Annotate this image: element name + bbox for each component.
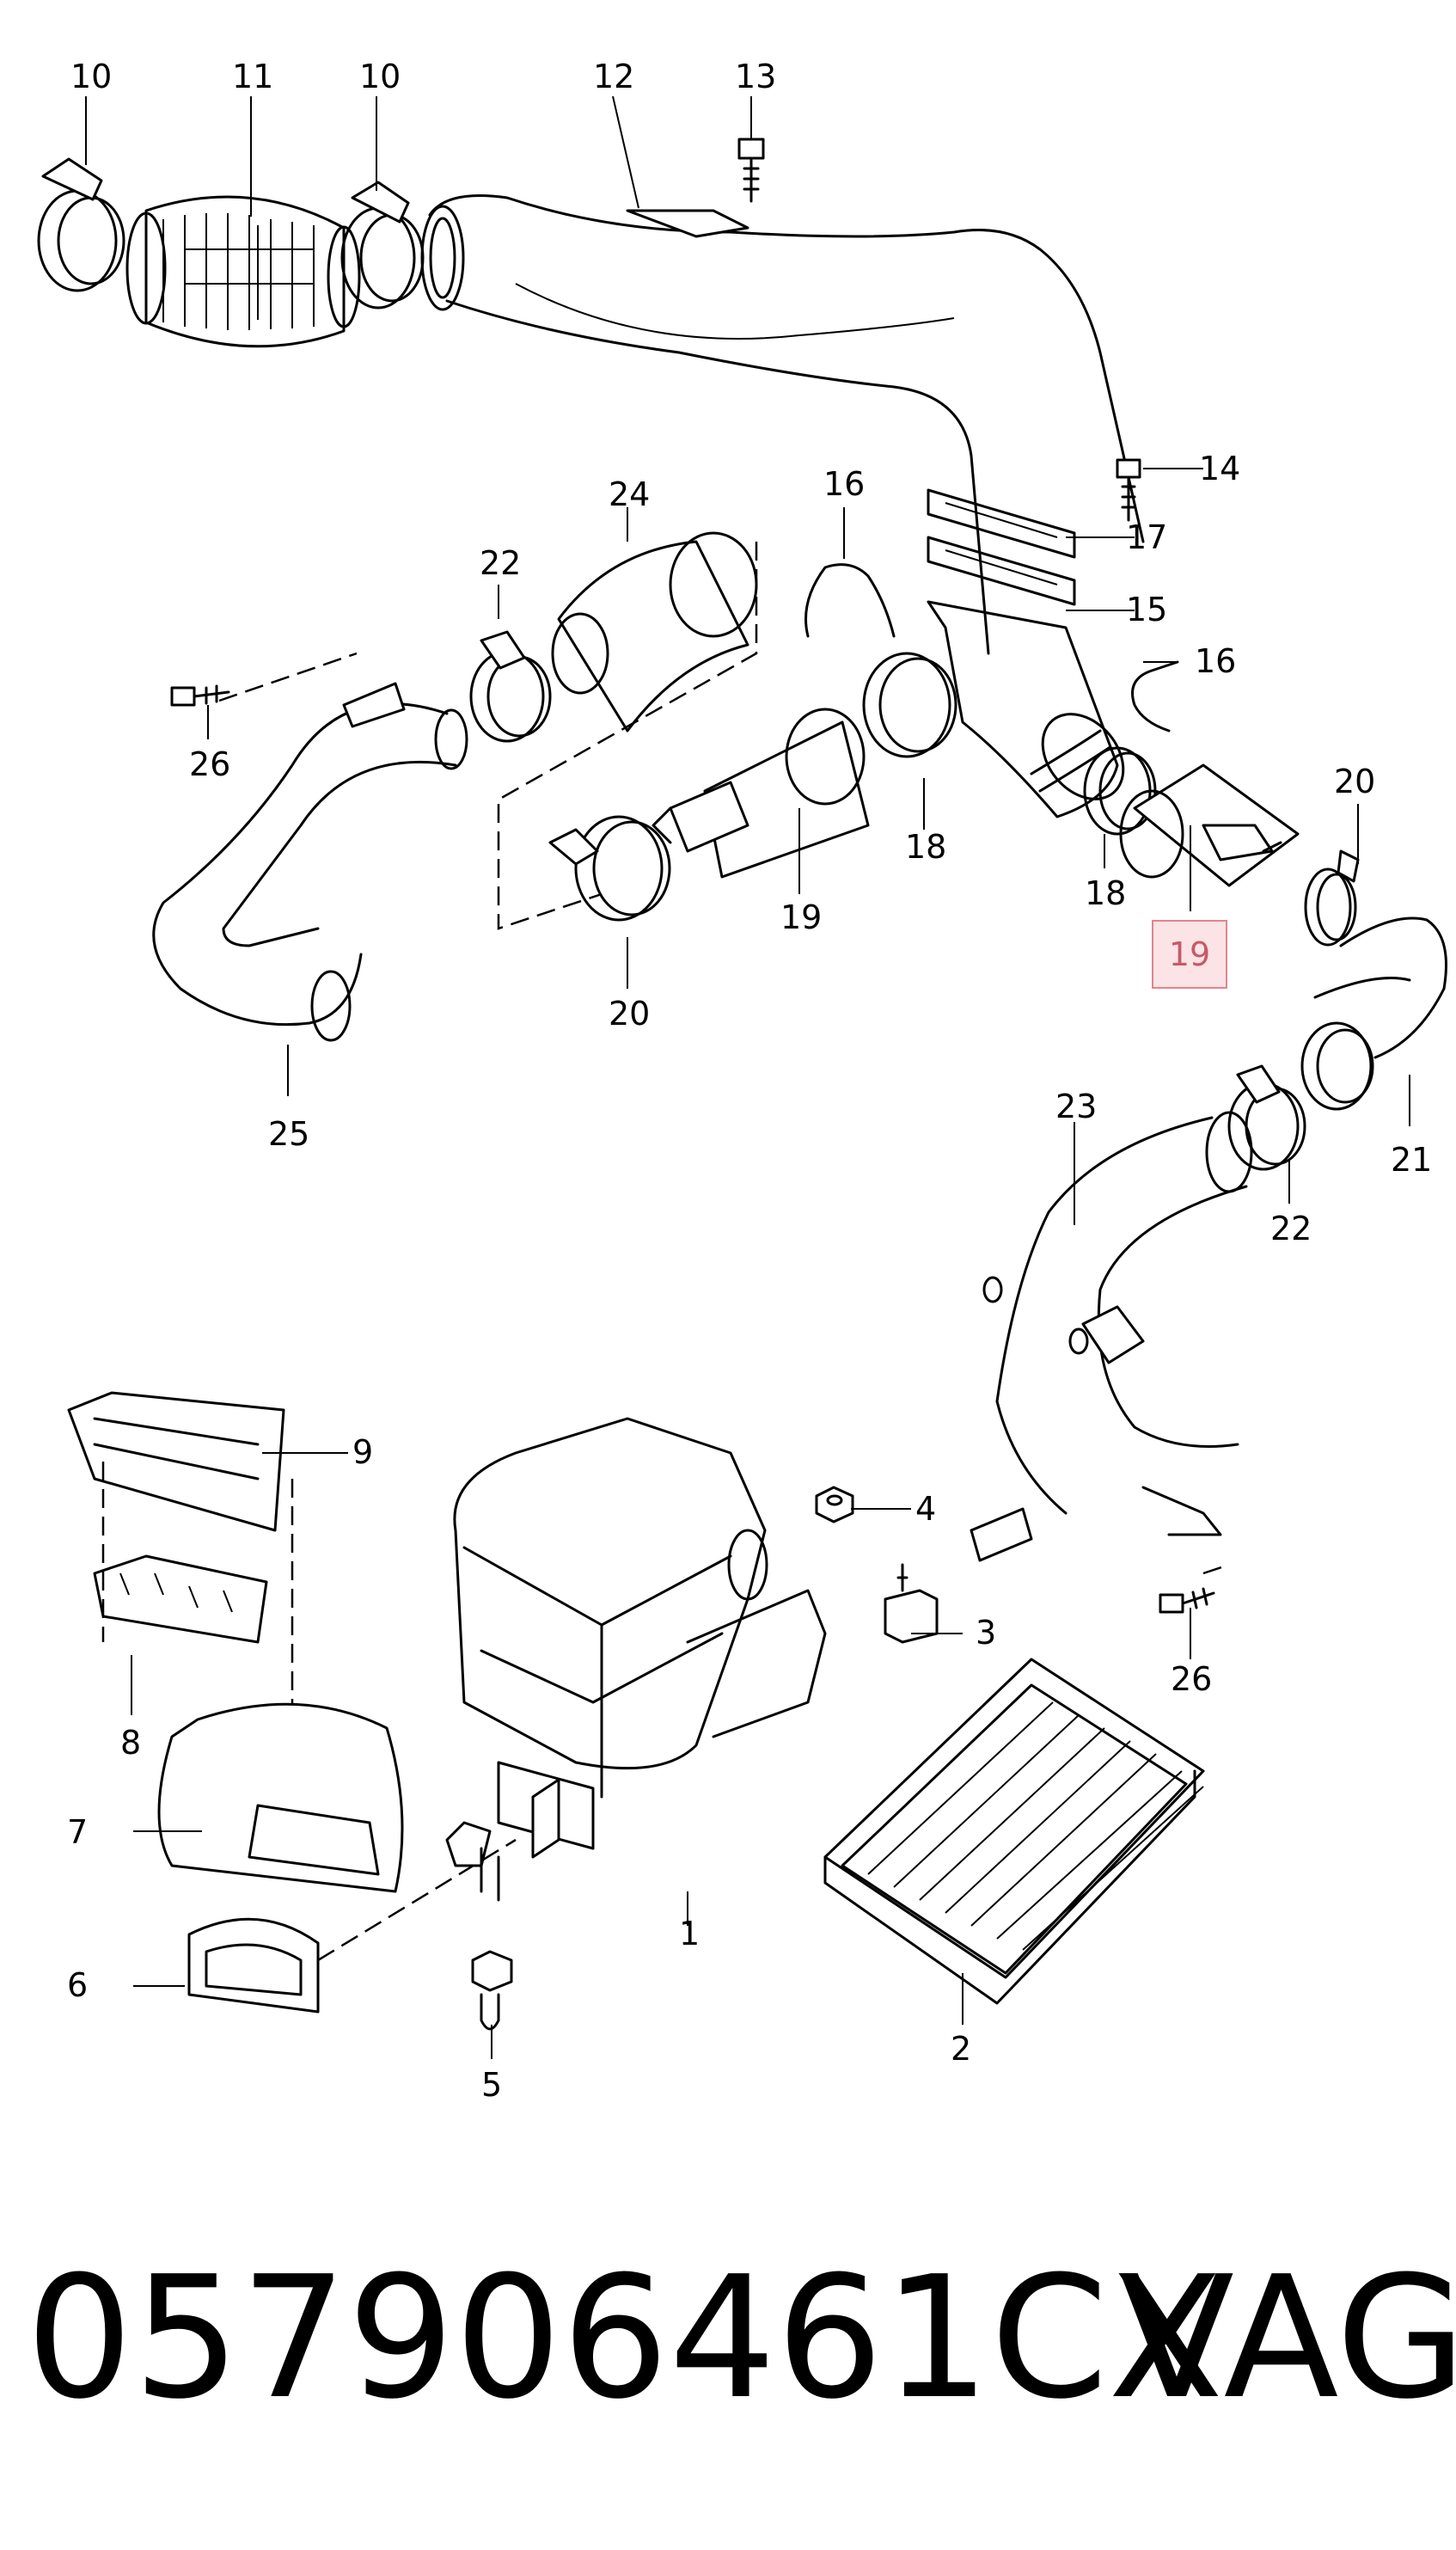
callout-3: 3 bbox=[976, 1614, 996, 1652]
callout-17: 17 bbox=[1126, 518, 1167, 556]
seal-6 bbox=[187, 1917, 320, 2014]
sensor-19-right bbox=[1119, 763, 1300, 887]
part-number: 057906461CX bbox=[26, 2240, 1224, 2437]
highlighted-callout-19[interactable]: 19 bbox=[1152, 920, 1227, 989]
sensor-19-center bbox=[652, 708, 870, 879]
callout-12: 12 bbox=[593, 58, 634, 95]
intake-pipe-23 bbox=[970, 1111, 1253, 1562]
clip-16-upper bbox=[804, 563, 896, 638]
elbow-15 bbox=[927, 600, 1125, 818]
clip-16-right bbox=[1131, 660, 1179, 733]
duct-7 bbox=[157, 1702, 404, 1893]
callout-15: 15 bbox=[1126, 591, 1167, 628]
callout-22-upper: 22 bbox=[480, 544, 521, 582]
o-ring-18-upper bbox=[862, 652, 957, 758]
callout-26-upper: 26 bbox=[189, 745, 230, 783]
callout-23: 23 bbox=[1055, 1088, 1097, 1125]
air-filter-element-2 bbox=[823, 1658, 1205, 2005]
callout-18-upper: 18 bbox=[905, 828, 946, 866]
callout-19-center: 19 bbox=[780, 898, 822, 936]
callout-25: 25 bbox=[268, 1115, 309, 1153]
callout-13: 13 bbox=[735, 58, 776, 95]
fastener-5 bbox=[471, 1950, 513, 2031]
bracket-8 bbox=[93, 1554, 268, 1644]
callout-20-left: 20 bbox=[609, 995, 650, 1033]
air-filter-housing-1 bbox=[445, 1417, 768, 1902]
callout-8: 8 bbox=[120, 1724, 141, 1762]
bolt-26-upper bbox=[170, 684, 230, 707]
hose-24 bbox=[551, 531, 758, 733]
assembly-line-upper bbox=[218, 542, 758, 930]
bolt-26-lower bbox=[1159, 1587, 1215, 1614]
callout-16-right: 16 bbox=[1195, 642, 1236, 680]
hose-25 bbox=[152, 682, 468, 1042]
callout-5: 5 bbox=[481, 2066, 502, 2104]
callout-2: 2 bbox=[951, 2030, 971, 2068]
rubber-bellows-11 bbox=[125, 195, 361, 348]
assembly-line-lower-right bbox=[1202, 1563, 1230, 1575]
callout-9: 9 bbox=[352, 1433, 373, 1471]
hose-clamp-20-left bbox=[548, 815, 671, 922]
parts-diagram: 10 11 10 12 13 14 16 17 24 22 15 16 26 1… bbox=[37, 58, 1447, 2104]
callout-22-lower: 22 bbox=[1270, 1210, 1312, 1247]
footer: 057906461CX VAG bbox=[0, 2235, 1456, 2442]
callout-10-right: 10 bbox=[359, 58, 401, 95]
bolt-13 bbox=[737, 138, 765, 203]
callout-6: 6 bbox=[67, 1966, 88, 2004]
leader-lines bbox=[85, 95, 1410, 2059]
callout-21: 21 bbox=[1391, 1141, 1432, 1179]
lid-edge bbox=[686, 1589, 827, 1738]
callout-4: 4 bbox=[915, 1490, 936, 1528]
intake-pipe-12 bbox=[420, 194, 1145, 655]
hose-clamp-10-left bbox=[37, 157, 125, 292]
rubber-mount-3 bbox=[884, 1563, 939, 1644]
callout-10-left: 10 bbox=[70, 58, 112, 95]
callout-20-right: 20 bbox=[1334, 763, 1375, 800]
callout-7: 7 bbox=[67, 1813, 88, 1851]
callout-14: 14 bbox=[1199, 450, 1240, 487]
callout-26-lower: 26 bbox=[1171, 1660, 1212, 1698]
seal-17 bbox=[927, 488, 1076, 606]
brand-name: VAG bbox=[1119, 2240, 1456, 2437]
callout-1: 1 bbox=[679, 1915, 700, 1952]
nut-4 bbox=[815, 1486, 854, 1523]
air-guide-9 bbox=[67, 1391, 285, 1532]
callout-11: 11 bbox=[232, 58, 273, 95]
hose-clamp-10-right bbox=[340, 181, 425, 310]
callout-24: 24 bbox=[609, 475, 650, 513]
hose-clamp-22-upper bbox=[469, 630, 552, 743]
assembly-line-left bbox=[101, 1462, 294, 1771]
hose-21 bbox=[1300, 916, 1447, 1111]
hose-clamp-20-right bbox=[1304, 849, 1360, 947]
callout-16-upper: 16 bbox=[823, 465, 865, 503]
bolt-14 bbox=[1116, 458, 1141, 522]
callout-18-right: 18 bbox=[1085, 874, 1126, 912]
